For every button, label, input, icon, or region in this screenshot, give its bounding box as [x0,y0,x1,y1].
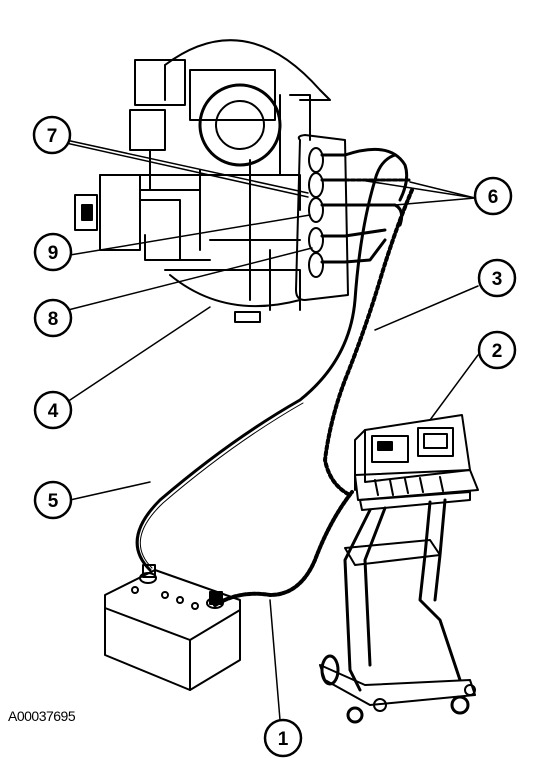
leader-lines [65,139,479,721]
callout-6: 6 [473,176,513,216]
svg-text:7: 7 [47,126,58,147]
callout-1: 1 [263,718,303,758]
engine-assembly [74,39,331,323]
terminal-leads [343,147,412,264]
callout-5: 5 [33,480,73,520]
analyzer-cart [319,414,479,724]
callout-2: 2 [477,330,517,370]
figure-id-label: A00037695 [8,708,76,724]
svg-text:5: 5 [48,491,59,512]
terminal-block [295,134,349,301]
svg-text:9: 9 [48,243,59,264]
callout-4: 4 [33,390,73,430]
svg-text:4: 4 [48,401,59,422]
cable-5 [135,153,397,572]
svg-text:6: 6 [488,187,499,208]
battery [104,564,241,691]
svg-text:1: 1 [278,729,289,750]
svg-text:2: 2 [492,341,503,362]
callout-9: 9 [33,232,73,272]
cable-1 [213,490,354,607]
callout-3: 3 [477,258,517,298]
callout-8: 8 [33,298,73,338]
cable-3 [323,188,414,497]
svg-text:8: 8 [48,309,59,330]
svg-text:3: 3 [492,269,503,290]
callout-7: 7 [32,115,72,155]
